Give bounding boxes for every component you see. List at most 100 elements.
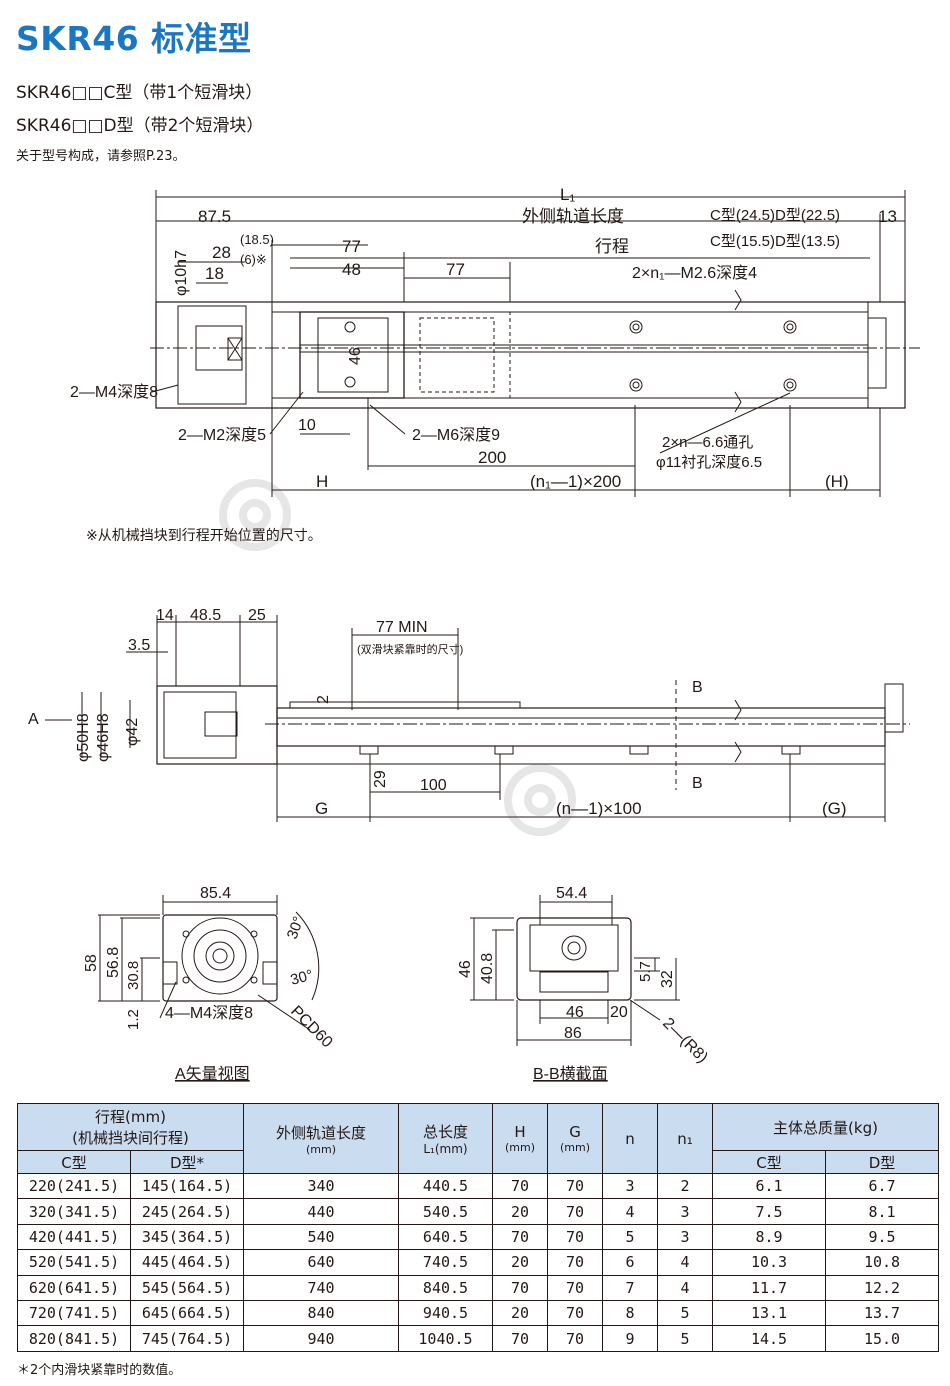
dim-h: H — [316, 472, 328, 491]
section-mark-b-top: B — [692, 679, 703, 696]
table-cell: 9 — [602, 1325, 658, 1352]
table-cell: 3 — [602, 1172, 658, 1200]
table-cell: 940.5 — [398, 1299, 493, 1327]
dim-56-8: 56.8 — [105, 947, 122, 978]
table-cell: 1040.5 — [398, 1325, 493, 1352]
page-title: SKR46 标准型 — [16, 19, 252, 58]
table-cell: 640.5 — [398, 1223, 493, 1251]
table-cell: 840 — [243, 1299, 399, 1327]
header-stroke: 行程(mm) (机械挡块间行程) — [17, 1103, 244, 1151]
header-d-type: D型* — [130, 1150, 244, 1174]
table-cell: 70 — [547, 1274, 603, 1301]
table-cell: 540.5 — [398, 1198, 493, 1225]
dim-32: 32 — [659, 970, 676, 988]
dim-46-w: 46 — [566, 1004, 584, 1021]
dim-l1: L₁ — [560, 185, 575, 204]
dim-n-100: (n—1)×100 — [556, 799, 642, 818]
table-cell: 70 — [547, 1198, 603, 1225]
dim-20: 20 — [610, 1004, 628, 1021]
table-cell: 4 — [657, 1249, 713, 1276]
dim-18-5: (18.5) — [240, 232, 274, 247]
header-rail-length: 外侧轨道长度 (mm) — [243, 1103, 399, 1174]
table-cell: 640 — [243, 1249, 399, 1276]
header-g-label: G — [569, 1123, 581, 1141]
watermark-logo — [219, 479, 576, 836]
table-cell: 545(564.5) — [130, 1274, 244, 1301]
table-cell: 8 — [602, 1299, 658, 1327]
header-h-label: H — [514, 1123, 526, 1141]
table-cell: 220(241.5) — [17, 1172, 131, 1200]
header-total-label: 总长度 — [422, 1123, 468, 1141]
dim-30-8: 30.8 — [125, 961, 142, 990]
table-footnote: ＊2个内滑块紧靠时的数值。 — [17, 1363, 182, 1378]
table-cell: 15.0 — [825, 1325, 939, 1352]
dim-40-8: 40.8 — [479, 953, 496, 984]
reference-note: 关于型号构成，请参照P.23。 — [16, 149, 186, 164]
dim-n1-200: (n₁—1)×200 — [530, 472, 621, 491]
table-cell: 8.1 — [825, 1198, 939, 1225]
side-view-drawing: 14 48.5 25 77 MIN (双滑块紧靠时的尺寸) 3.5 A φ50H… — [28, 607, 910, 822]
header-rail-unit: (mm) — [305, 1142, 336, 1156]
header-mass-d: D型 — [825, 1150, 939, 1174]
table-cell: 3 — [657, 1223, 713, 1251]
table-cell: 9.5 — [825, 1223, 939, 1251]
dim-77-min-note: (双滑块紧靠时的尺寸) — [357, 642, 463, 656]
table-cell: 70 — [547, 1249, 603, 1276]
dim-85-4: 85.4 — [200, 885, 231, 902]
table-cell: 745(764.5) — [130, 1325, 244, 1352]
dim-29: 29 — [372, 770, 389, 788]
header-rail-label: 外侧轨道长度 — [275, 1123, 366, 1142]
table-cell: 3 — [657, 1198, 713, 1225]
table-cell: 740.5 — [398, 1249, 493, 1276]
dim-48-5: 48.5 — [190, 607, 221, 624]
table-cell: 840.5 — [398, 1274, 493, 1301]
dim-10: 10 — [298, 417, 316, 434]
section-mark-b-bottom: B — [692, 775, 703, 792]
dim-28: 28 — [212, 243, 231, 262]
table-cell: 70 — [547, 1172, 603, 1200]
dim-c-d-13: C型(15.5)D型(13.5) — [710, 233, 840, 250]
table-cell: 7 — [602, 1274, 658, 1301]
table-cell: 70 — [492, 1223, 548, 1251]
header-n1: n₁ — [657, 1103, 713, 1174]
dim-stroke: 行程 — [595, 237, 629, 256]
dim-m2-6: 2×n₁—M2.6深度4 — [632, 264, 757, 282]
table-cell: 5 — [602, 1223, 658, 1251]
header-mass-c: C型 — [712, 1150, 826, 1174]
dim-86: 86 — [564, 1025, 582, 1042]
table-cell: 20 — [492, 1198, 548, 1225]
table-cell: 70 — [492, 1325, 548, 1352]
dim-30-deg-bottom: 30° — [289, 967, 315, 989]
spec-table: 行程(mm) (机械挡块间行程) 外侧轨道长度 (mm) 总长度 L₁(mm) … — [17, 1103, 939, 1352]
table-cell: 420(441.5) — [17, 1223, 131, 1251]
header-stroke-label: 行程(mm) — [95, 1108, 166, 1126]
dim-counterbore: φ11衬孔深度6.5 — [656, 454, 762, 471]
end-view-caption: A矢量视图 — [175, 1065, 250, 1083]
dim-3-5: 3.5 — [128, 637, 150, 654]
table-cell: 645(664.5) — [130, 1299, 244, 1327]
dim-200: 200 — [478, 448, 506, 467]
dim-2-r8: 2—(R8) — [659, 1015, 711, 1067]
table-cell: 820(841.5) — [17, 1325, 131, 1352]
dim-phi42: φ42 — [124, 718, 141, 746]
dim-25: 25 — [248, 607, 266, 624]
table-cell: 12.2 — [825, 1274, 939, 1301]
table-cell: 4 — [657, 1274, 713, 1301]
subtitle-d-type: SKR46□□D型（带2个短滑块） — [16, 116, 264, 136]
dim-rail-length: 外侧轨道长度 — [522, 207, 624, 226]
table-cell: 245(264.5) — [130, 1198, 244, 1225]
header-mass: 主体总质量(kg) — [712, 1103, 939, 1151]
dim-m4: 2—M4深度8 — [70, 383, 158, 401]
dim-14: 14 — [156, 607, 174, 624]
table-cell: 440 — [243, 1198, 399, 1225]
dim-30-deg-top: 30° — [284, 914, 308, 941]
dim-87-5: 87.5 — [198, 207, 231, 226]
table-cell: 345(364.5) — [130, 1223, 244, 1251]
table-cell: 70 — [547, 1299, 603, 1327]
table-cell: 340 — [243, 1172, 399, 1200]
header-g-unit: (mm) — [559, 1141, 590, 1154]
